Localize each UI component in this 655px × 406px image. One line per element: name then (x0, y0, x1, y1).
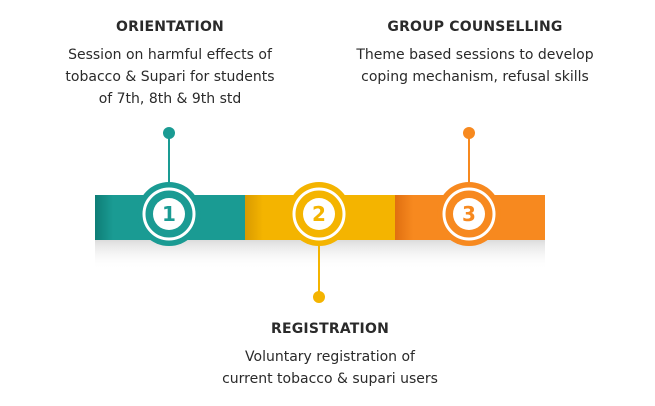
step-3-title: REGISTRATION (271, 321, 389, 337)
step-number-1: 1 (162, 202, 176, 226)
step-number-3: 3 (462, 202, 476, 226)
step-2-title: GROUP COUNSELLING (387, 19, 563, 35)
step-2-text: GROUP COUNSELLING Theme based sessions t… (330, 19, 620, 88)
step-3-text: REGISTRATION Voluntary registration of c… (190, 321, 470, 390)
step-1-title: ORIENTATION (116, 19, 224, 35)
step-1-description: Session on harmful effects of tobacco & … (65, 47, 275, 107)
step-badge-3: 3 (437, 182, 501, 246)
step-badge-1: 1 (137, 182, 201, 246)
connector-3 (463, 127, 475, 185)
step-1-text: ORIENTATION Session on harmful effects o… (40, 19, 300, 110)
connector-1 (163, 127, 175, 185)
step-number-2: 2 (312, 202, 326, 226)
step-badge-2: 2 (287, 182, 351, 246)
step-2-description: Theme based sessions to develop coping m… (356, 47, 594, 85)
step-3-description: Voluntary registration of current tobacc… (222, 349, 438, 387)
connector-2 (313, 245, 325, 303)
